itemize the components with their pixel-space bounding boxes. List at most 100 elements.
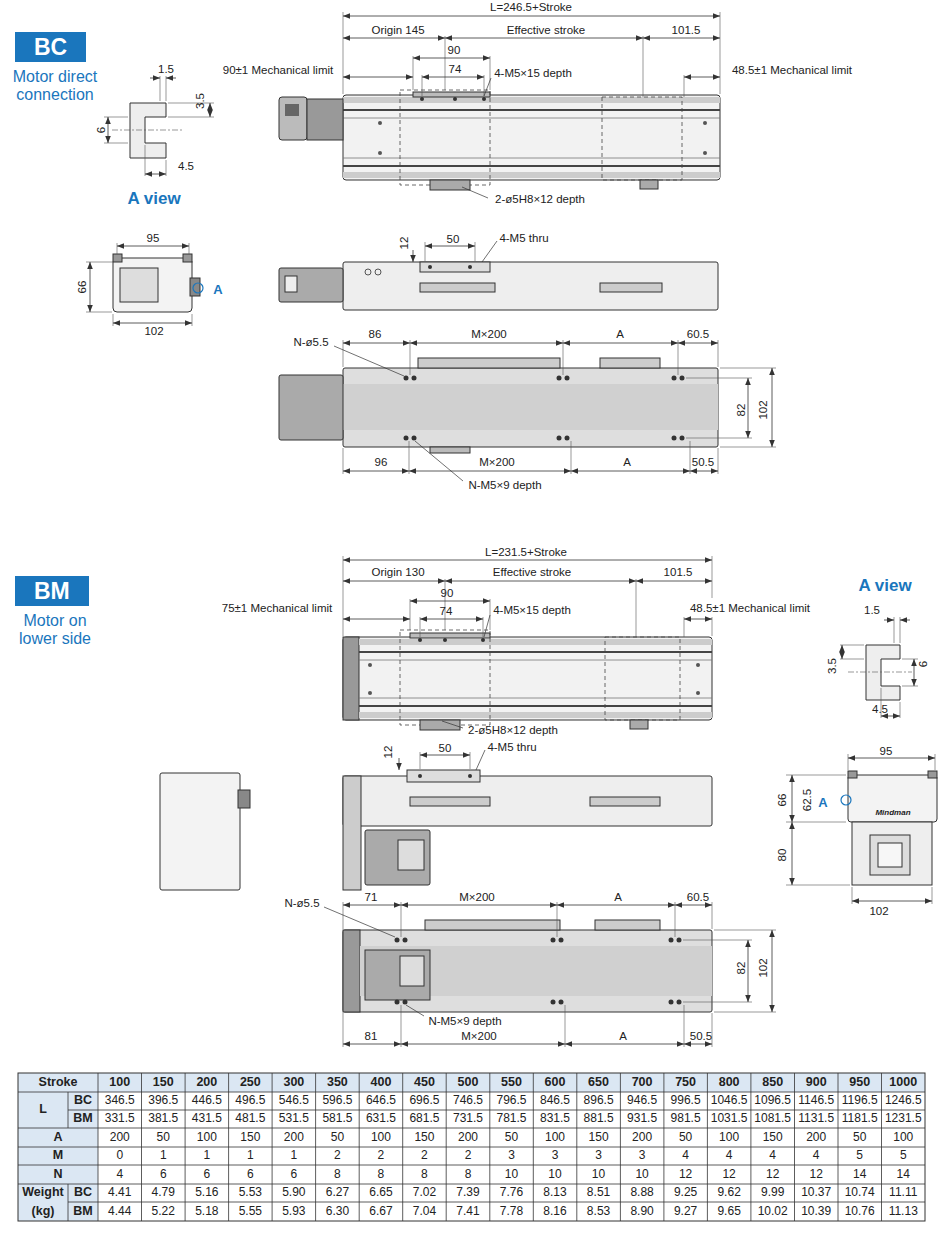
dimension-label: 96 — [375, 456, 388, 469]
actuator-bottom-view — [718, 340, 719, 367]
dimension-label: 50 — [447, 233, 460, 246]
end-view — [786, 754, 937, 904]
actuator-top-view — [484, 615, 490, 637]
actuator-top-view — [712, 617, 713, 636]
dimension-label: 4-M5 thru — [499, 232, 548, 245]
table-header: 800 — [719, 1076, 740, 1090]
table-cell: 4 — [813, 1149, 820, 1162]
actuator-top-view — [422, 77, 484, 78]
actuator-side-view — [590, 797, 660, 806]
section-code: BM — [34, 578, 70, 604]
actuator-side-view — [410, 797, 490, 806]
actuator-bottom-view — [772, 368, 773, 447]
actuator-top-view — [343, 118, 720, 119]
actuator-top-view — [343, 158, 720, 159]
actuator-bottom-view — [334, 346, 404, 376]
actuator-bottom-view — [683, 940, 752, 941]
table-cell: 531.5 — [279, 1112, 309, 1125]
actuator-side-view — [425, 242, 426, 261]
table-cell: 100 — [371, 1131, 391, 1144]
a-view-profile — [145, 174, 166, 175]
table-cell: 331.5 — [105, 1112, 135, 1125]
spec-table-grid — [576, 1073, 577, 1221]
actuator-top-view — [643, 38, 720, 39]
table-cell: 150 — [240, 1131, 260, 1144]
actuator-top-view — [643, 36, 644, 97]
a-view-profile — [900, 617, 901, 643]
table-header: 950 — [849, 1076, 870, 1090]
a-view-profile — [848, 672, 912, 673]
table-cell: 8.51 — [587, 1186, 610, 1199]
view-marker: A — [818, 796, 827, 810]
section-tag: BM — [15, 576, 89, 606]
table-cell: 200 — [632, 1131, 652, 1144]
table-cell: 646.5 — [366, 1094, 396, 1107]
end-view — [841, 795, 851, 805]
table-cell: 6 — [203, 1168, 210, 1181]
table-cell: 50 — [331, 1131, 344, 1144]
spec-table-grid — [18, 1073, 925, 1221]
table-cell: 4 — [726, 1149, 733, 1162]
table-cell: 7.76 — [500, 1186, 523, 1199]
table-cell: 746.5 — [453, 1094, 483, 1107]
a-view-profile — [914, 659, 915, 686]
actuator-top-view — [359, 698, 712, 699]
actuator-top-view — [279, 97, 307, 140]
actuator-top-view — [490, 56, 491, 90]
table-header: Weight — [22, 1186, 63, 1200]
a-view-profile — [210, 103, 211, 117]
table-cell: 3 — [639, 1149, 646, 1162]
actuator-top-view — [636, 579, 637, 637]
table-cell: 50 — [157, 1131, 170, 1144]
table-cell: 100 — [197, 1131, 217, 1144]
dimension-label: M×200 — [461, 1030, 496, 1043]
table-cell: 346.5 — [105, 1094, 135, 1107]
actuator-bottom-view — [748, 940, 749, 1002]
actuator-top-view — [605, 637, 680, 720]
spec-table-grid — [185, 1073, 186, 1221]
table-cell: 8.88 — [630, 1186, 653, 1199]
dimension-label: 101.5 — [672, 24, 701, 37]
actuator-bottom-view — [395, 1000, 400, 1005]
dimension-label: 4.5 — [872, 703, 888, 716]
end-view — [113, 258, 192, 312]
side-panel — [238, 790, 250, 808]
spec-table-grid — [794, 1073, 795, 1221]
dimension-label: 4.5 — [178, 160, 194, 173]
actuator-bottom-view — [365, 950, 430, 1000]
table-header: BM — [73, 1205, 92, 1219]
actuator-side-view — [413, 250, 414, 262]
spec-table-grid — [489, 1073, 490, 1221]
table-cell: 7.04 — [413, 1205, 436, 1218]
table-cell: 1096.5 — [754, 1094, 791, 1107]
actuator-top-view — [359, 639, 712, 645]
actuator-top-view — [368, 691, 372, 695]
table-cell: 3 — [552, 1149, 559, 1162]
dimension-label: M×200 — [479, 456, 514, 469]
spec-table-grid — [68, 1202, 925, 1203]
actuator-side-view — [420, 262, 490, 272]
spec-table-grid — [838, 1073, 839, 1221]
table-cell: 9.27 — [674, 1205, 697, 1218]
dimension-label: 62.5 — [801, 789, 814, 811]
actuator-bottom-view — [718, 448, 719, 474]
actuator-bottom-view — [401, 1005, 402, 1047]
table-cell: 1031.5 — [711, 1112, 748, 1125]
actuator-bottom-view — [595, 920, 660, 930]
actuator-top-view — [343, 560, 712, 561]
view-marker: A — [213, 283, 222, 297]
actuator-bottom-view — [677, 938, 682, 943]
spec-table-grid — [68, 1184, 69, 1221]
table-cell: 1231.5 — [885, 1112, 922, 1125]
actuator-bottom-view — [559, 1000, 564, 1005]
actuator-bottom-view — [563, 340, 564, 375]
dimension-label: 48.5±1 Mechanical limit — [690, 602, 810, 615]
actuator-top-view — [630, 720, 648, 729]
actuator-side-view — [365, 830, 430, 885]
dimension-label: 86 — [369, 328, 382, 341]
table-cell: 981.5 — [671, 1112, 701, 1125]
actuator-bottom-view — [571, 441, 572, 474]
dimension-label: 4-M5×15 depth — [494, 67, 572, 80]
end-view — [786, 775, 846, 776]
actuator-top-view — [343, 109, 720, 111]
